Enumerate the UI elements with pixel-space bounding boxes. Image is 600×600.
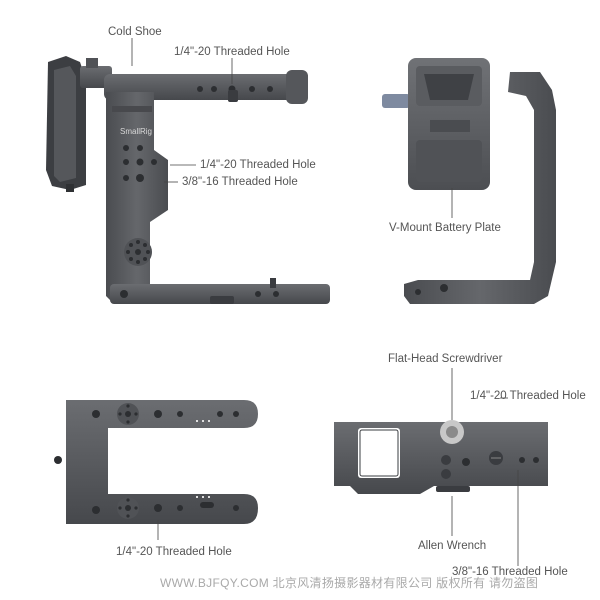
callout-flat-head-screwdriver: Flat-Head Screwdriver bbox=[388, 353, 503, 365]
callout-allen-wrench: Allen Wrench bbox=[418, 540, 487, 552]
callout-bottom-right-quarter-hole: 1/4"-20 Threaded Hole bbox=[470, 390, 586, 402]
callout-bottom-right-3-8-hole: 3/8"-16 Threaded Hole bbox=[452, 566, 568, 578]
camera-cage-side-view bbox=[46, 56, 330, 304]
watermark: WWW.BJFQY.COM 北京风清扬摄影器材有限公司 版权所有 请勿盗图 bbox=[160, 576, 539, 590]
allen-wrench-slot bbox=[436, 486, 470, 492]
u-plate bbox=[54, 400, 258, 524]
callout-side-3-8-hole: 3/8"-16 Threaded Hole bbox=[182, 176, 298, 188]
base-plate bbox=[334, 420, 548, 494]
callout-leaders bbox=[131, 38, 519, 566]
callout-cold-shoe: Cold Shoe bbox=[108, 26, 162, 38]
callout-vmount-plate: V-Mount Battery Plate bbox=[389, 222, 501, 234]
callout-side-quarter-hole: 1/4"-20 Threaded Hole bbox=[200, 159, 316, 171]
callout-bottom-left-quarter-hole: 1/4"-20 Threaded Hole bbox=[116, 546, 232, 558]
brand-mark: SmallRig bbox=[120, 127, 152, 136]
vmount-handle bbox=[382, 58, 556, 304]
callout-top-threaded-hole: 1/4"-20 Threaded Hole bbox=[174, 46, 290, 58]
